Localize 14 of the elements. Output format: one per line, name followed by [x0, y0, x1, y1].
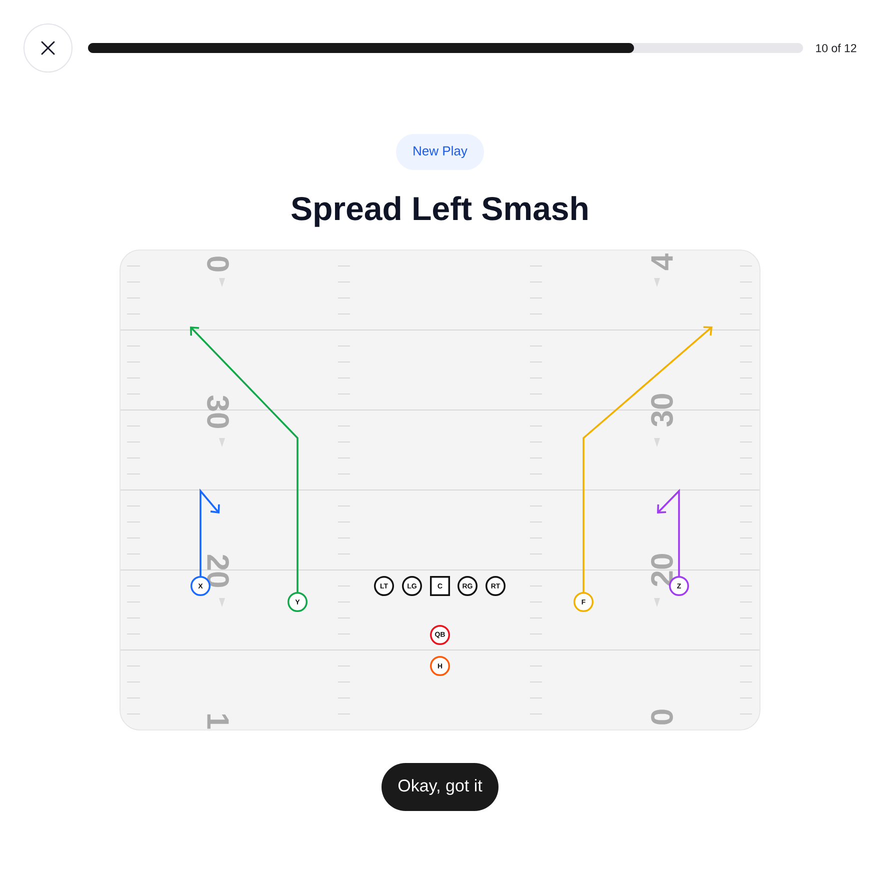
yard-number: 30 [651, 394, 673, 427]
badge: New Play [396, 134, 484, 170]
route-arrow [582, 326, 713, 592]
yard-number: 4 [651, 254, 673, 270]
progress-count: 10 of 12 [816, 44, 856, 52]
yard-number: 30 [207, 395, 229, 428]
title: Spread Left Smash [292, 196, 588, 227]
yard-number: 1 [207, 714, 229, 729]
route-arrow [190, 326, 298, 592]
action-button: Okay, got it [382, 763, 498, 812]
yard-number: 0 [207, 256, 229, 272]
route-arrow [657, 488, 680, 576]
yard-number: 0 [651, 710, 673, 724]
route-arrow [200, 488, 220, 576]
